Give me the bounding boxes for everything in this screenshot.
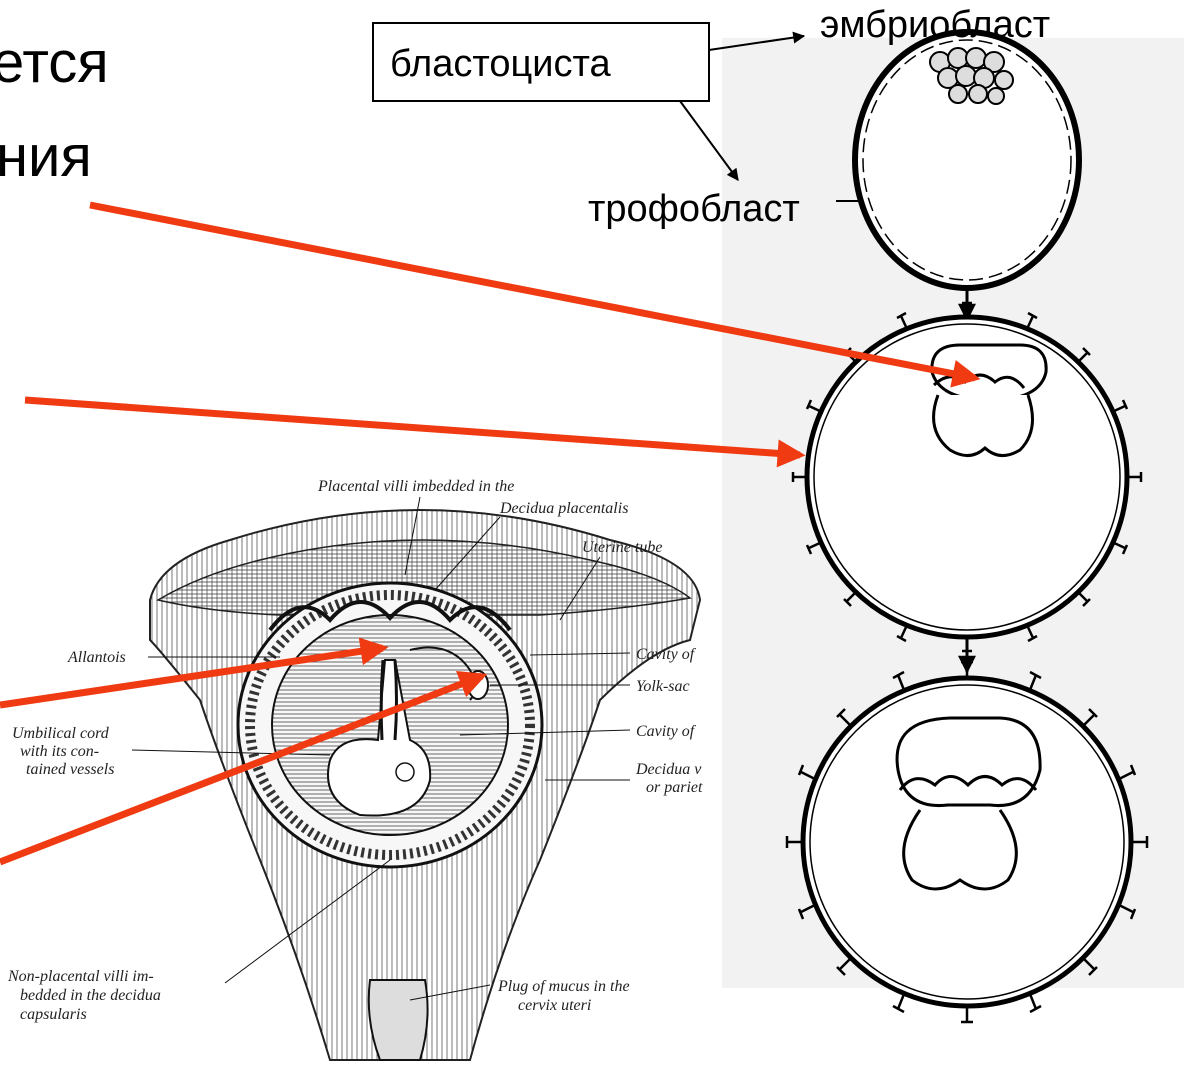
blastocyst-stage-1 bbox=[855, 32, 1079, 288]
label-umbilical-2: with its con- bbox=[20, 743, 99, 760]
label-placental-villi-2: Decidua placentalis bbox=[499, 500, 628, 517]
label-allantois: Allantois bbox=[67, 649, 126, 666]
blastocyst-label: бластоциста bbox=[390, 43, 611, 85]
label-non-placental-3: capsularis bbox=[20, 1006, 87, 1023]
label-plug-1: Plug of mucus in the bbox=[497, 978, 630, 995]
blastocyst-stage-3 bbox=[787, 662, 1147, 1022]
label-cavity-2: Cavity of bbox=[636, 723, 697, 740]
label-decidua-vera-2: or pariet bbox=[646, 779, 703, 796]
label-non-placental-1: Non-placental villi im- bbox=[7, 968, 154, 985]
label-umbilical-1: Umbilical cord bbox=[12, 725, 110, 742]
title-fragment-2: ния bbox=[0, 124, 92, 189]
red-arrow-to-trophoblast bbox=[25, 400, 800, 455]
label-plug-2: cervix uteri bbox=[518, 997, 591, 1014]
label-decidua-vera-1: Decidua v bbox=[635, 761, 702, 778]
label-cavity-1: Cavity of bbox=[636, 646, 697, 663]
label-uterine-tube: Uterine tube bbox=[582, 539, 662, 556]
embryoblast-label: эмбриобласт bbox=[820, 4, 1050, 46]
label-placental-villi-1: Placental villi imbedded in the bbox=[317, 478, 514, 495]
uterus-diagram: Placental villi imbedded in the Decidua … bbox=[7, 478, 703, 1060]
label-non-placental-2: bedded in the decidua bbox=[20, 987, 161, 1004]
trophoblast-label: трофобласт bbox=[588, 188, 800, 230]
title-fragment-1: ется bbox=[0, 30, 109, 95]
label-yolk-sac: Yolk-sac bbox=[636, 678, 690, 695]
label-umbilical-3: tained vessels bbox=[26, 761, 114, 778]
